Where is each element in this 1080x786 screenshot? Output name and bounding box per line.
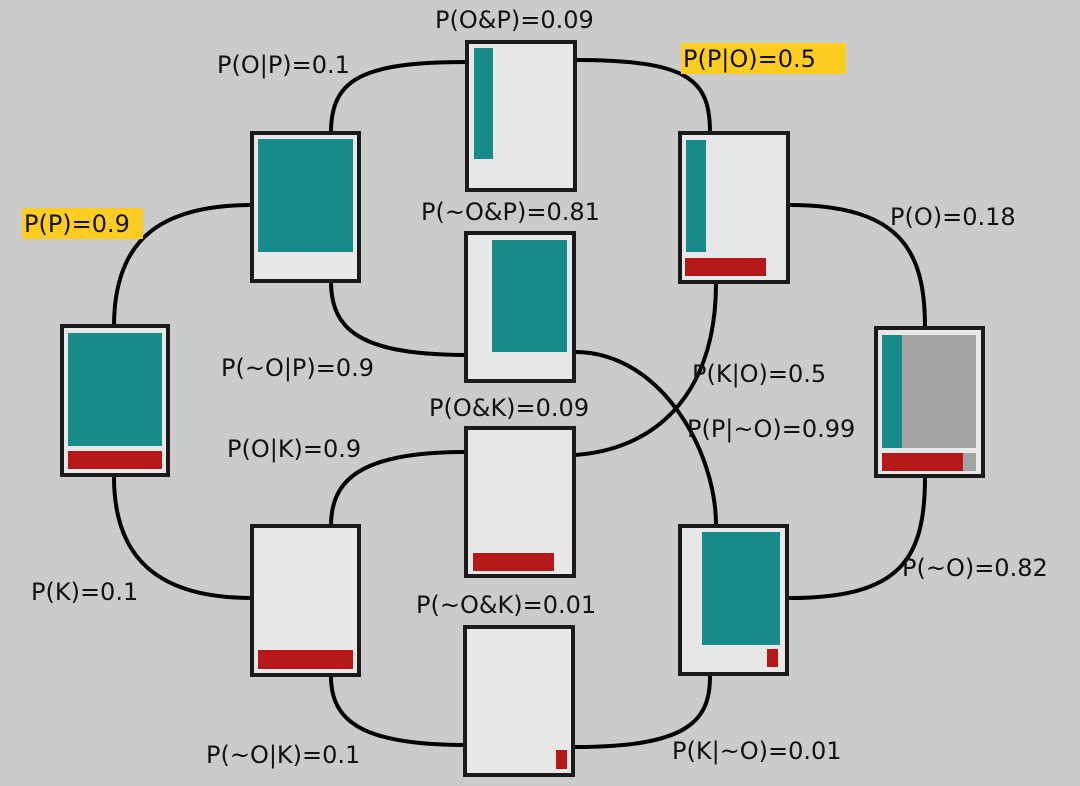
red-fill [685,258,766,276]
labels: P(O&P)=0.09 P(O|P)=0.1 P(P|O)=0.5 P(P)=0… [24,6,1048,769]
link-not-o-and-p-to-p-given-not-o [574,350,718,526]
link-not-o-and-k-to-k-given-not-o [574,675,712,749]
teal-fill [882,335,902,448]
box-o-and-p [465,40,577,192]
red-fill [767,649,778,667]
label-k-given-not-o: P(K|~O)=0.01 [672,737,842,765]
box-o-given-p [250,131,361,283]
teal-fill [258,139,353,252]
highlight-p-given-o [681,43,846,74]
teal-fill [492,240,567,352]
link-p-given-o-to-o [788,203,927,328]
link-o-and-p-to-p-given-o [574,58,712,134]
label-p-given-o: P(P|O)=0.5 [683,45,816,73]
red-fill [556,750,567,769]
label-not-o-and-k: P(~O&K)=0.01 [416,591,596,619]
label-o-and-k: P(O&K)=0.09 [429,394,589,422]
label-o-given-k: P(O|K)=0.9 [227,435,361,463]
box-not-o-and-p [464,231,576,383]
box-p [60,324,170,477]
link-p-to-o-given-p [112,203,253,327]
box-o-given-k [250,524,361,677]
label-not-o: P(~O)=0.82 [902,554,1048,582]
link-o-given-p-to-not-o-and-p [329,280,468,357]
label-o-given-p: P(O|P)=0.1 [217,51,350,79]
box-not-o-and-k [463,625,575,777]
link-o-to-not-o [788,476,927,600]
box-p-given-not-o [678,524,789,676]
red-fill [258,650,353,669]
box-o-and-k [464,426,576,578]
red-fill [68,451,162,469]
red-fill [473,553,554,571]
box-p-given-o [678,131,790,284]
label-o-and-p: P(O&P)=0.09 [435,6,594,34]
label-k-given-o: P(K|O)=0.5 [692,360,826,388]
teal-fill [702,532,780,645]
link-k-to-not-o-given-k [329,675,466,747]
label-k: P(K)=0.1 [31,578,138,606]
label-not-o-given-k: P(~O|K)=0.1 [206,741,360,769]
teal-fill [474,48,493,159]
link-o-given-p-to-o-and-p [329,60,468,134]
link-p-to-k [112,476,253,600]
teal-fill [686,140,706,252]
link-p-given-o-to-o-and-k [574,282,718,457]
box-o [874,326,985,478]
connector-lines [112,58,927,749]
label-p: P(P)=0.9 [24,210,130,238]
label-not-o-and-p: P(~O&P)=0.81 [421,198,600,226]
teal-fill [68,333,162,446]
label-o: P(O)=0.18 [890,203,1016,231]
link-o-and-k-to-o-given-k [329,450,466,527]
label-not-o-given-p: P(~O|P)=0.9 [221,354,374,382]
highlight-p [22,208,143,239]
label-p-given-not-o: P(P|~O)=0.99 [687,415,855,443]
red-fill [882,453,963,471]
